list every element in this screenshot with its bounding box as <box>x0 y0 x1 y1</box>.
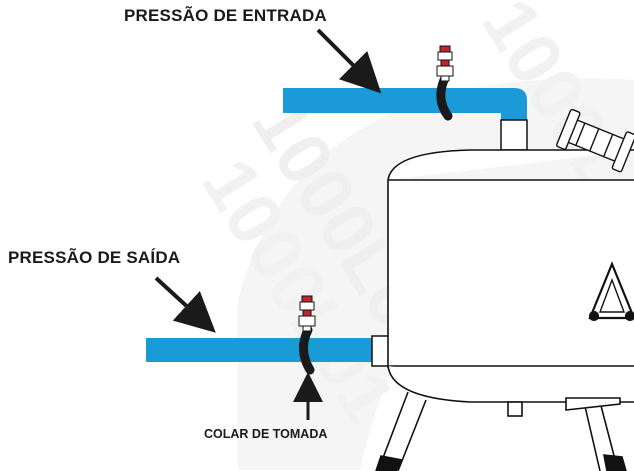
outlet-pipe <box>146 335 391 367</box>
fitting-ridge-2 <box>589 128 600 152</box>
tank-top-fitting <box>556 108 634 173</box>
valve-body <box>298 315 316 327</box>
valve-nut <box>437 51 453 61</box>
fitting-flange-left <box>556 108 581 150</box>
inlet-pressure-label: PRESSÃO DE ENTRADA <box>124 6 327 25</box>
tank-drain <box>507 401 523 417</box>
outlet-pipe-body <box>146 338 372 362</box>
valve-stem <box>440 59 450 67</box>
fitting-flange-right <box>611 131 634 173</box>
warning-triangle-dot-left <box>588 310 600 322</box>
valve-stem <box>302 309 312 317</box>
tank-leg-bracket <box>565 397 621 411</box>
warning-triangle-outer <box>588 261 634 320</box>
tank-dome-top <box>387 149 634 181</box>
inlet-arrow <box>316 28 382 94</box>
outlet-hose <box>299 325 315 375</box>
valve-icon <box>298 295 316 332</box>
tap-collar-label: COLAR DE TOMADA <box>204 427 328 441</box>
tank-body <box>388 180 634 366</box>
tank-dome-bottom <box>387 365 634 403</box>
fitting-ridge-1 <box>575 122 586 146</box>
warning-triangle-dot-right <box>624 310 634 322</box>
outlet-pressure-label: PRESSÃO DE SAÍDA <box>8 248 181 267</box>
inlet-pressure-tap <box>436 45 454 121</box>
outlet-pressure-tap <box>298 295 316 375</box>
valve-nut <box>299 301 315 311</box>
tank-foot-right <box>603 454 627 471</box>
inlet-pipe-nozzle <box>500 119 528 151</box>
outlet-arrow <box>154 276 216 333</box>
filter-tank-icon <box>375 149 634 471</box>
warning-triangle-inner <box>598 278 626 313</box>
inlet-hose <box>436 75 453 121</box>
valve-tip <box>440 75 450 82</box>
valve-body <box>436 65 454 77</box>
valve-icon <box>436 45 454 82</box>
valve-cap <box>439 45 451 53</box>
warning-triangle-icon <box>588 261 634 322</box>
valve-tip <box>302 325 312 332</box>
fitting-ridge-3 <box>603 134 614 157</box>
valve-cap <box>301 295 313 303</box>
inlet-pipe <box>283 88 528 151</box>
tank-foot-left <box>375 455 404 471</box>
inlet-pipe-body <box>283 88 527 120</box>
